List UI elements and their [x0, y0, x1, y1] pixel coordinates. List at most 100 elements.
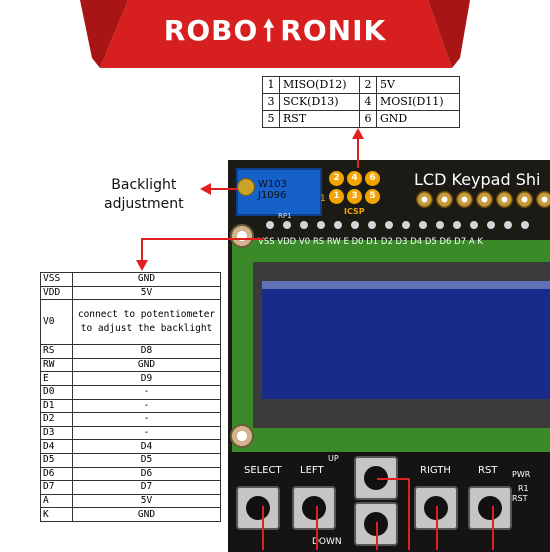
header-pin — [419, 221, 427, 229]
key-label-left: LEFT — [300, 465, 324, 476]
leader-line — [436, 506, 438, 550]
pin-name: K — [40, 507, 73, 522]
leader-line — [262, 506, 264, 550]
header-pin — [470, 221, 478, 229]
pin-number: 6 — [359, 110, 377, 128]
pin-name: E — [40, 371, 73, 386]
backlight-label-line2: adjustment — [104, 196, 184, 212]
icsp-arrow-line — [357, 136, 359, 168]
header-pin — [487, 221, 495, 229]
solder-pad — [416, 191, 433, 208]
solder-pad — [516, 191, 533, 208]
table-row: 5 RST 6 GND — [262, 110, 460, 128]
board-title: LCD Keypad Shi — [414, 170, 541, 189]
icsp-pin: 1 — [329, 189, 344, 204]
potentiometer-label: W103 J1096 — [258, 179, 287, 201]
pin-name: D0 — [40, 384, 73, 400]
arrow-down-icon — [136, 260, 148, 271]
pinout-arrow-line — [141, 238, 263, 240]
mounting-hole — [230, 224, 254, 248]
header-pin — [436, 221, 444, 229]
pin-name: RS — [40, 344, 73, 359]
icsp-pin: 4 — [347, 171, 362, 186]
solder-pad — [456, 191, 473, 208]
r1-label: R1 — [518, 484, 529, 493]
key-label-down: DOWN — [312, 537, 342, 547]
pin-function: MOSI(D11) — [376, 93, 460, 111]
pin-connection: 5V — [72, 285, 221, 301]
pin-connection: 5V — [72, 493, 221, 509]
pin-connection: D8 — [72, 344, 221, 359]
table-row: D1- — [40, 398, 221, 414]
key-label-select: SELECT — [244, 465, 282, 476]
pin-number: 5 — [262, 110, 280, 128]
table-row: D3- — [40, 425, 221, 441]
pin-connection: - — [72, 425, 221, 441]
icsp-header: 2 4 6 1 3 5 — [327, 168, 381, 206]
solder-pad — [436, 191, 453, 208]
pin-connection: GND — [72, 507, 221, 522]
pin-connection: D9 — [72, 371, 221, 386]
header-pin — [453, 221, 461, 229]
pin-connection: D4 — [72, 439, 221, 454]
pin-connection: - — [72, 384, 221, 400]
header-pin — [317, 221, 325, 229]
icsp-pinout-table: 1 MISO(D12) 2 5V 3 SCK(D13) 4 MOSI(D11) … — [262, 76, 460, 128]
icsp-pin-one: 1 — [320, 194, 326, 204]
pot-ref: RP1 — [278, 212, 292, 220]
pin-name: RW — [40, 357, 73, 373]
backlight-label-line1: Backlight — [111, 177, 177, 193]
rst-label-small: RST — [512, 494, 528, 503]
pin-number: 4 — [359, 93, 377, 111]
brand-left: ROBO — [163, 14, 259, 47]
pin-name: D3 — [40, 425, 73, 441]
solder-pad — [476, 191, 493, 208]
left-button[interactable] — [292, 486, 336, 530]
icsp-pin: 3 — [347, 189, 362, 204]
lcd-screen-highlight — [262, 281, 550, 289]
potentiometer-screw[interactable] — [237, 178, 255, 196]
pin-connection: D7 — [72, 480, 221, 495]
key-label-rst: RST — [478, 465, 498, 476]
up-arrow-icon: 🠕 — [262, 14, 276, 47]
pot-code-2: J1096 — [258, 190, 287, 201]
pin-name: D4 — [40, 439, 73, 454]
banner-shape — [80, 0, 470, 68]
pin-name: D7 — [40, 480, 73, 495]
leader-line — [376, 522, 378, 550]
lcd-screen — [262, 281, 550, 399]
icsp-pin: 5 — [365, 189, 380, 204]
leader-line — [377, 478, 409, 480]
brand-right: RONIK — [280, 14, 387, 47]
reset-button[interactable] — [468, 486, 512, 530]
pin-connection: GND — [72, 272, 221, 287]
select-button[interactable] — [236, 486, 280, 530]
pinout-arrow-line-vertical — [141, 238, 143, 262]
header-pin — [402, 221, 410, 229]
pin-function: MISO(D12) — [279, 76, 360, 94]
pin-name: D5 — [40, 452, 73, 468]
header-pin — [351, 221, 359, 229]
table-row: D0- — [40, 384, 221, 400]
header-pin — [266, 221, 274, 229]
header-pin — [283, 221, 291, 229]
pin-name: D2 — [40, 412, 73, 427]
icsp-pin: 2 — [329, 171, 344, 186]
pin-connection: D6 — [72, 466, 221, 482]
header-pin — [300, 221, 308, 229]
icsp-label: ICSP — [344, 207, 365, 216]
pin-number: 1 — [262, 76, 280, 94]
pin-function: GND — [376, 110, 460, 128]
